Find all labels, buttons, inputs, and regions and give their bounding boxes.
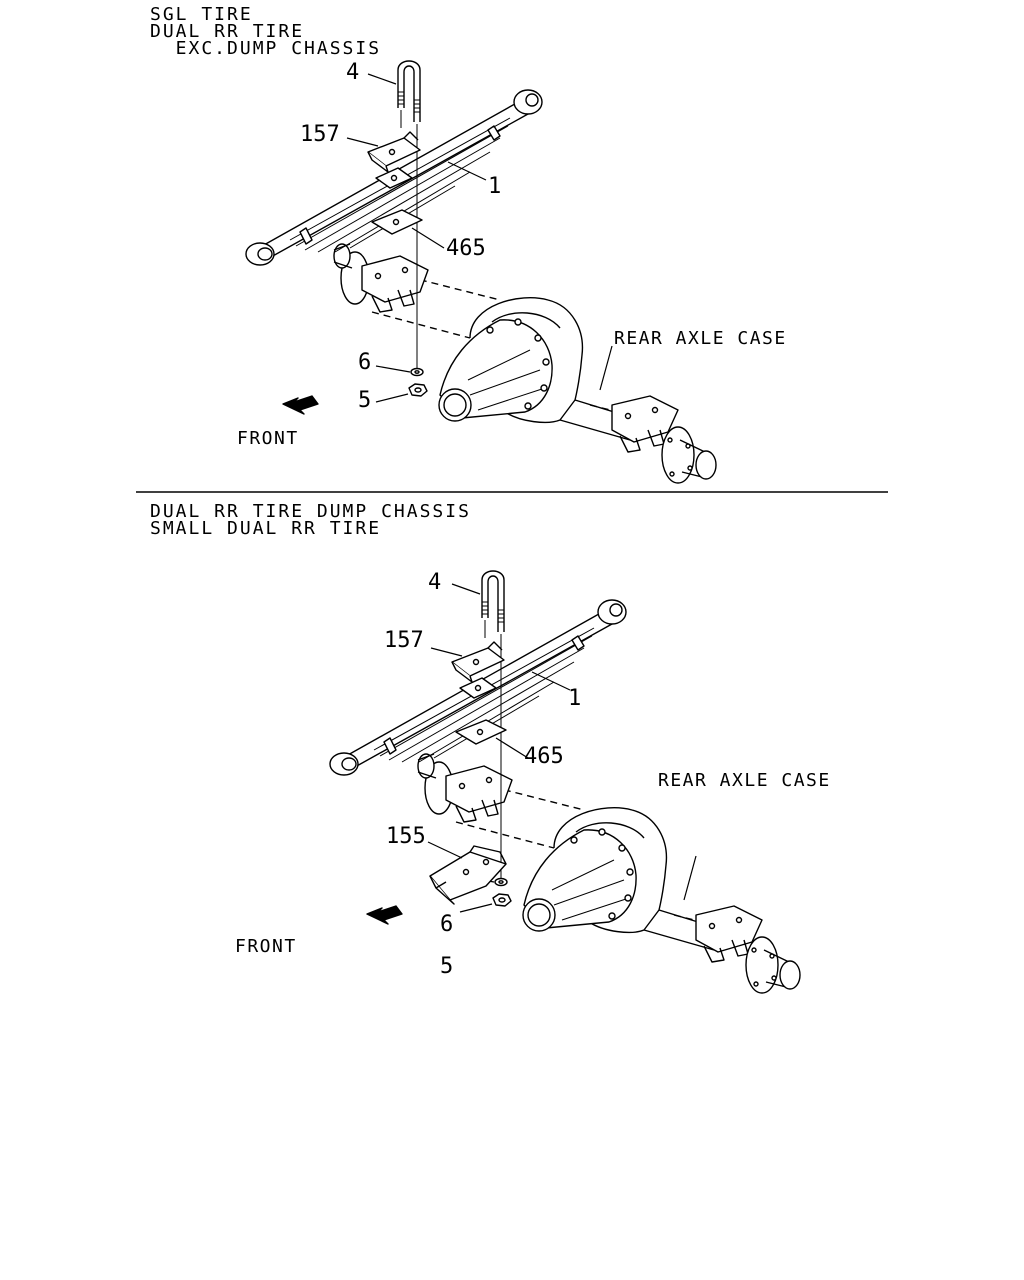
- callout-465-top: 465: [446, 236, 486, 261]
- panel1-header-line3: EXC.DUMP CHASSIS: [150, 38, 382, 59]
- callout-6-top: 6: [358, 350, 372, 375]
- rear-axle-case-label-top: REAR AXLE CASE: [614, 328, 787, 349]
- callout-5-top: 5: [358, 388, 372, 413]
- spring-pad: [428, 842, 506, 904]
- rear-axle-case-label-bottom: REAR AXLE CASE: [658, 770, 831, 791]
- callout-4-bottom: 4: [428, 570, 442, 595]
- callout-157-bottom: 157: [384, 628, 424, 653]
- front-label-bottom: FRONT: [235, 936, 297, 957]
- callout-1-bottom: 1: [568, 686, 582, 711]
- panel1-header-line2: DUAL RR TIRE: [150, 21, 305, 42]
- callout-5-bottom: 5: [440, 954, 454, 979]
- callout-465-bottom: 465: [524, 744, 564, 769]
- callout-4-top: 4: [346, 60, 360, 85]
- callout-155-bottom: 155: [386, 824, 426, 849]
- panel2-assembly: [329, 570, 801, 994]
- callout-1-top: 1: [488, 174, 502, 199]
- callout-157-top: 157: [300, 122, 340, 147]
- panel2-header-line2: SMALL DUAL RR TIRE: [150, 518, 382, 539]
- panel1-header-line1: SGL TIRE: [150, 4, 253, 25]
- panel1-assembly: [245, 60, 717, 484]
- callout-6-bottom: 6: [440, 912, 454, 937]
- front-label-top: FRONT: [237, 428, 299, 449]
- panel2-header-line1: DUAL RR TIRE DUMP CHASSIS: [150, 501, 471, 522]
